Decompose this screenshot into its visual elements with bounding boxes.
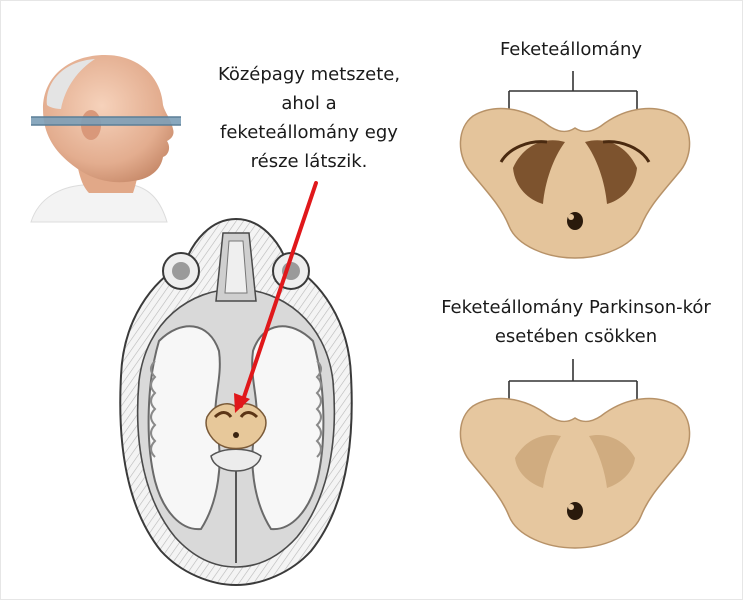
parkinson-midbrain-slice [453, 386, 698, 551]
normal-substantia-nigra-title: Feketeállomány [461, 38, 681, 61]
midbrain-section-label-line-3: feketeállomány egy [209, 121, 409, 144]
midbrain-section-label-line-1: Középagy metszete, [209, 63, 409, 86]
parkinson-title-line-2: esetében csökken [421, 325, 731, 348]
head-profile-illustration [21, 47, 191, 227]
midbrain-section-label-line-4: része látszik. [209, 150, 409, 173]
pointer-arrow [226, 181, 326, 421]
midbrain-section-label-line-2: ahol a [209, 92, 409, 115]
normal-midbrain-slice [453, 96, 698, 261]
parkinson-title-line-1: Feketeállomány Parkinson-kór [421, 296, 731, 319]
